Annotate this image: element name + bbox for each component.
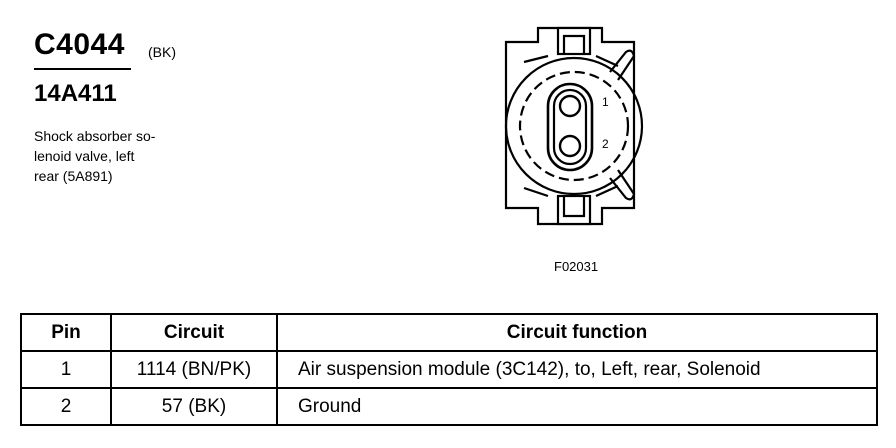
- header-circuit-function: Circuit function: [276, 313, 878, 352]
- circuit-cell: 1114 (BN/PK): [110, 350, 278, 389]
- part-number: 14A411: [34, 80, 117, 107]
- upper-latch: [556, 26, 592, 56]
- circuit-function-cell: Ground: [276, 387, 878, 426]
- header-rule: [34, 68, 131, 70]
- pin-1-terminal: [558, 94, 582, 118]
- upper-lock-lug: [609, 49, 636, 81]
- table-row: 2 57 (BK) Ground: [20, 387, 878, 426]
- pinout-table: Pin Circuit Circuit function 1 1114 (BN/…: [20, 313, 878, 426]
- pin-2-terminal: [558, 134, 582, 158]
- pin-2-label: 2: [602, 137, 609, 151]
- header-pin: Pin: [20, 313, 112, 352]
- lower-latch: [556, 194, 592, 226]
- connector-color: (BK): [148, 44, 176, 60]
- header-circuit: Circuit: [110, 313, 278, 352]
- circuit-cell: 57 (BK): [110, 387, 278, 426]
- connector-housing: [504, 26, 636, 226]
- pin-cell: 1: [20, 350, 112, 389]
- connector-id: C4044: [34, 28, 125, 61]
- connector-face: [504, 56, 644, 196]
- pin-1-label: 1: [602, 95, 609, 109]
- connector-description: Shock absorber so- lenoid valve, left re…: [34, 128, 156, 184]
- circuit-function-cell: Air suspension module (3C142), to, Left,…: [276, 350, 878, 389]
- pin-cell: 2: [20, 387, 112, 426]
- lower-lock-lug: [609, 169, 636, 201]
- table-row: 1 1114 (BN/PK) Air suspension module (3C…: [20, 350, 878, 389]
- table-header-row: Pin Circuit Circuit function: [20, 313, 878, 352]
- figure-code: F02031: [554, 259, 599, 274]
- terminal-cavity: [546, 82, 594, 172]
- connector-face-diagram: 1 2: [504, 26, 644, 226]
